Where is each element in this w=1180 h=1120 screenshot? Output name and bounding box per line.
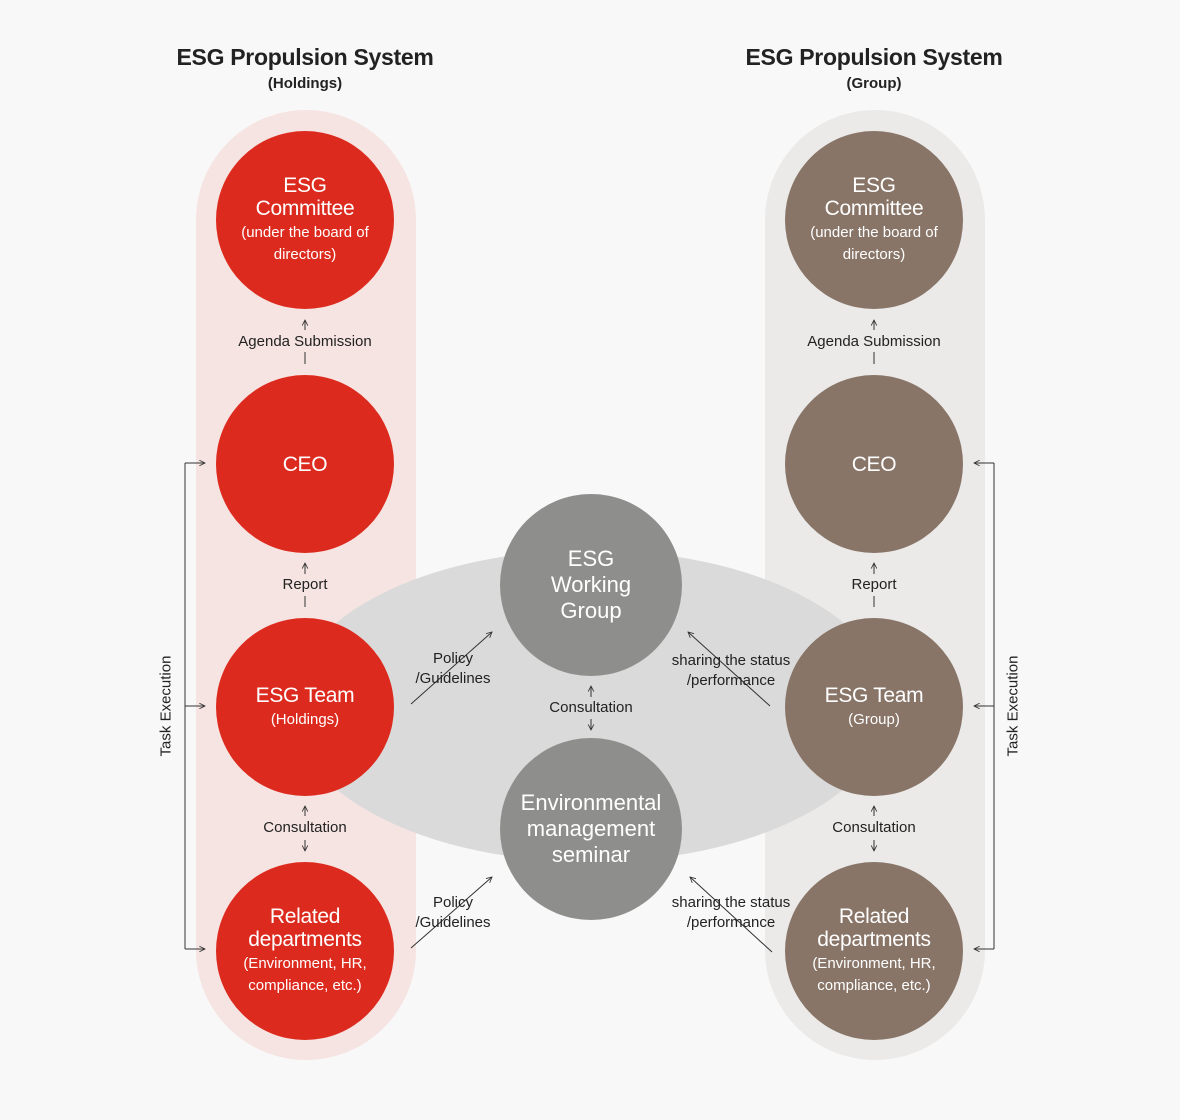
holdings-team-label: ESG Team [255, 683, 355, 707]
group-report-label: Report [851, 576, 897, 593]
group-consultation-label: Consultation [832, 819, 916, 836]
sharing-label-upper-line2: /performance [686, 672, 776, 689]
policy-label-upper: Policy /Guidelines [415, 649, 490, 689]
policy-label-lower: Policy /Guidelines [415, 893, 490, 933]
holdings-title: ESG Propulsion System [176, 44, 434, 70]
policy-label-lower-line1: Policy [432, 894, 474, 911]
working-group-label: ESG Working Group [550, 546, 632, 623]
group-task-execution-label: Task Execution [1004, 655, 1022, 757]
group-committee-sublabel: (under the board of directors) [810, 224, 938, 263]
group-team-label: ESG Team [824, 683, 924, 707]
holdings-agenda-label: Agenda Submission [238, 333, 372, 350]
group-title: ESG Propulsion System [745, 44, 1003, 70]
esg-working-group-node: ESG Working Group [500, 494, 682, 676]
group-esg-committee-node: ESG Committee (under the board of direct… [785, 131, 963, 309]
holdings-ceo-label: CEO [282, 452, 328, 476]
holdings-committee-label: ESG Committee [255, 174, 355, 220]
sharing-label-lower-line1: sharing the status [671, 894, 791, 911]
holdings-departments-label: Related departments [248, 905, 362, 951]
sharing-label-lower-line2: /performance [686, 914, 776, 931]
group-departments-label: Related departments [817, 905, 931, 951]
holdings-report-label: Report [282, 576, 328, 593]
holdings-consultation-label: Consultation [263, 819, 347, 836]
policy-label-lower-line2: /Guidelines [415, 914, 491, 931]
sharing-label-upper-line1: sharing the status [671, 652, 791, 669]
holdings-title-block: ESG Propulsion System (Holdings) [135, 44, 475, 92]
group-team-sublabel: (Group) [848, 710, 900, 728]
sharing-label-upper: sharing the status /performance [672, 651, 790, 691]
holdings-subtitle: (Holdings) [267, 75, 343, 92]
group-subtitle: (Group) [846, 75, 902, 92]
holdings-departments-sublabel: (Environment, HR, compliance, etc.) [243, 955, 367, 994]
policy-label-upper-line2: /Guidelines [415, 670, 491, 687]
holdings-ceo-node: CEO [216, 375, 394, 553]
holdings-task-execution-label: Task Execution [157, 655, 175, 757]
group-agenda-label: Agenda Submission [807, 333, 941, 350]
group-esg-team-node: ESG Team (Group) [785, 618, 963, 796]
center-consultation-label: Consultation [549, 699, 633, 716]
environmental-seminar-node: Environmental management seminar [500, 738, 682, 920]
holdings-esg-team-node: ESG Team (Holdings) [216, 618, 394, 796]
policy-label-upper-line1: Policy [432, 650, 474, 667]
sharing-label-lower: sharing the status /performance [672, 893, 790, 933]
group-departments-sublabel: (Environment, HR, compliance, etc.) [812, 955, 936, 994]
holdings-team-sublabel: (Holdings) [270, 710, 340, 728]
holdings-esg-committee-node: ESG Committee (under the board of direct… [216, 131, 394, 309]
group-committee-label: ESG Committee [824, 174, 924, 220]
group-related-departments-node: Related departments (Environment, HR, co… [785, 862, 963, 1040]
group-ceo-node: CEO [785, 375, 963, 553]
holdings-related-departments-node: Related departments (Environment, HR, co… [216, 862, 394, 1040]
group-ceo-label: CEO [851, 452, 897, 476]
seminar-label: Environmental management seminar [520, 790, 662, 867]
group-title-block: ESG Propulsion System (Group) [704, 44, 1044, 92]
holdings-committee-sublabel: (under the board of directors) [241, 224, 369, 263]
